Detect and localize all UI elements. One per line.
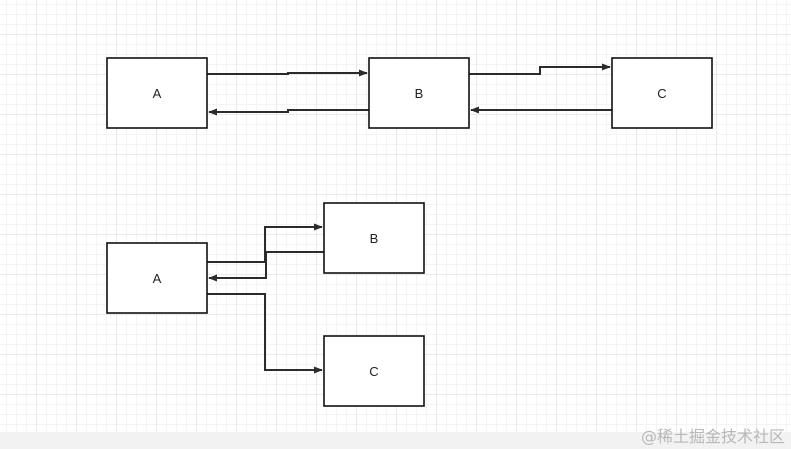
watermark-text: @稀土掘金技术社区 bbox=[640, 427, 785, 446]
edge-bottom-b-to-a[interactable] bbox=[208, 251, 324, 282]
node-top-a[interactable]: A bbox=[106, 57, 208, 129]
node-label: A bbox=[153, 271, 162, 286]
node-top-b[interactable]: B bbox=[368, 57, 470, 129]
edge-top-b-to-a[interactable] bbox=[208, 108, 369, 116]
node-label: B bbox=[415, 86, 424, 101]
node-bottom-c[interactable]: C bbox=[323, 335, 425, 407]
node-bottom-a[interactable]: A bbox=[106, 242, 208, 314]
node-label: B bbox=[370, 231, 379, 246]
edge-top-a-to-b[interactable] bbox=[207, 69, 368, 77]
node-bottom-b[interactable]: B bbox=[323, 202, 425, 274]
edge-top-b-to-c[interactable] bbox=[469, 63, 611, 75]
edge-bottom-a-to-c[interactable] bbox=[207, 293, 323, 374]
node-label: C bbox=[657, 86, 666, 101]
bottom-bar bbox=[0, 432, 791, 449]
node-top-c[interactable]: C bbox=[611, 57, 713, 129]
edge-bottom-a-to-b[interactable] bbox=[207, 223, 323, 263]
node-label: A bbox=[153, 86, 162, 101]
node-label: C bbox=[369, 364, 378, 379]
